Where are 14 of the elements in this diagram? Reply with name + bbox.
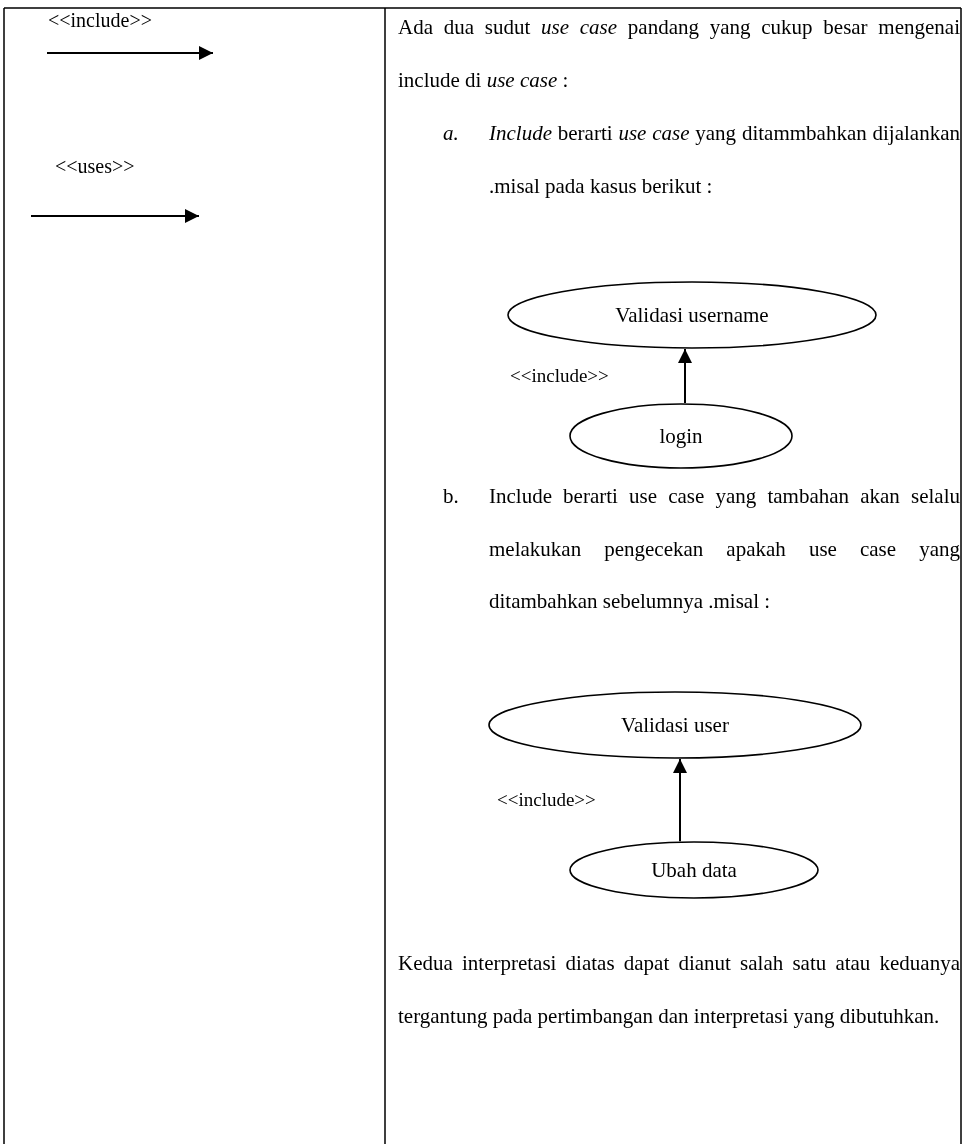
stereotype-label: <<uses>>	[55, 154, 135, 179]
use-case-name: Validasi user	[620, 712, 730, 738]
include-arrow	[673, 758, 687, 843]
use-case-name: Validasi username	[614, 302, 770, 328]
stereotype-label: <<include>>	[48, 8, 152, 33]
include-arrow	[678, 348, 692, 404]
list-item: Include berarti use case yang tambahan akan selalu melakukan pengecekan apakah use case yang ditambahkan sebelumnya .misal :	[489, 483, 960, 615]
use-case-name: login	[658, 423, 704, 449]
use-case-name: Ubah data	[650, 857, 738, 883]
list-marker: a.	[443, 120, 460, 147]
list-item: Include berarti use case yang ditammbahkan dijalankan .misal pada kasus berikut :	[489, 120, 960, 200]
paragraph: Ada dua sudut use case pandang yang cukup besar mengenai include di use case :	[398, 14, 960, 94]
paragraph: Kedua interpretasi diatas dapat dianut salah satu atau keduanya tergantung pada pertimbangan dan interpretasi yang dibutuhkan.	[398, 950, 960, 1030]
list-marker: b.	[443, 483, 460, 510]
